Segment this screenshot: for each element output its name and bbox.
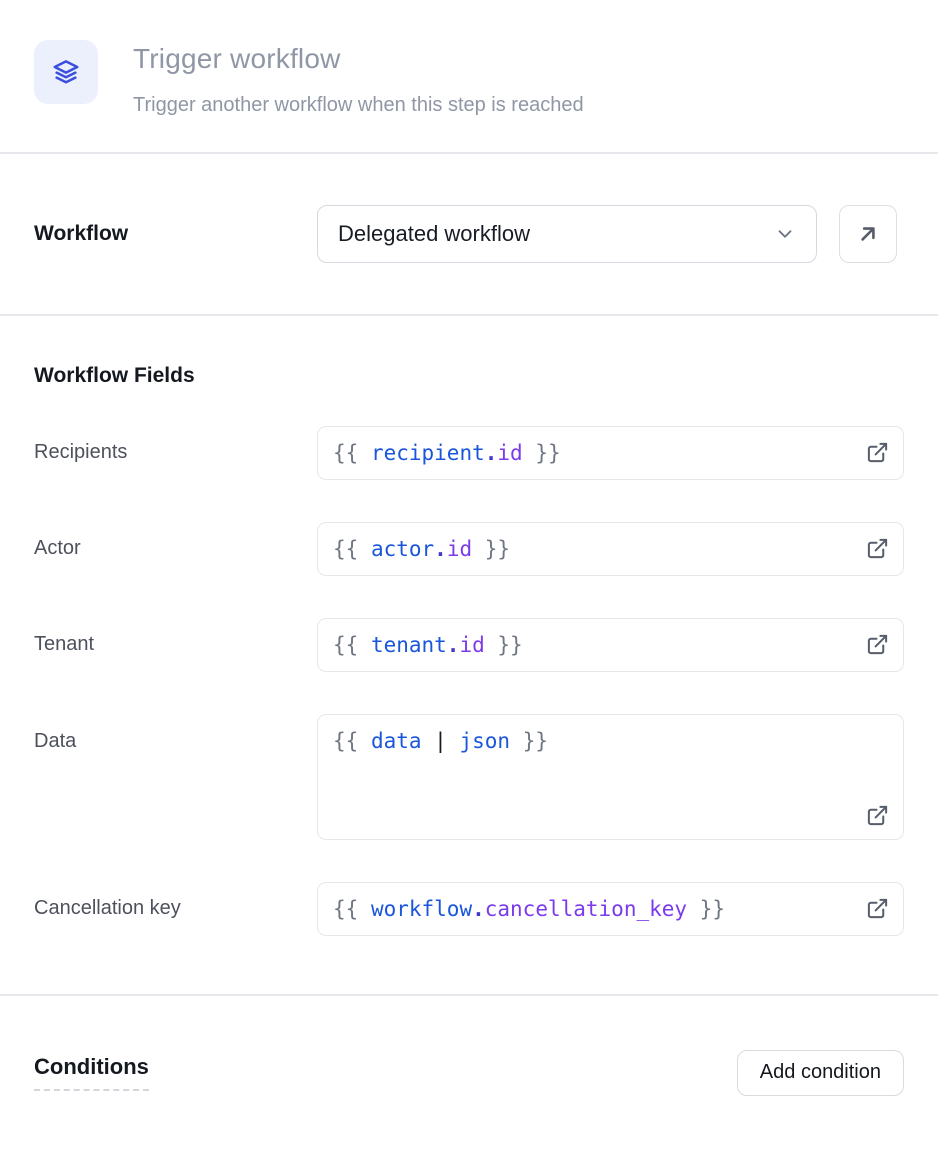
conditions-heading: Conditions xyxy=(34,1054,149,1092)
external-link-icon[interactable] xyxy=(866,804,889,827)
field-label: Actor xyxy=(34,537,81,560)
template-input[interactable]: {{ workflow.cancellation_key }} xyxy=(317,881,904,936)
step-header: Trigger workflow Trigger another workflo… xyxy=(0,0,938,154)
external-link-icon[interactable] xyxy=(866,537,889,560)
step-header-texts: Trigger workflow Trigger another workflo… xyxy=(133,40,584,118)
external-link-icon[interactable] xyxy=(866,897,889,920)
conditions-section: Conditions Add condition xyxy=(0,996,938,1096)
layers-icon xyxy=(51,57,81,87)
chevron-down-icon xyxy=(774,223,796,245)
field-row: Tenant {{ tenant.id }} xyxy=(34,617,904,672)
template-input[interactable]: {{ data | json }} xyxy=(317,713,904,840)
page-title: Trigger workflow xyxy=(133,43,341,74)
workflow-label: Workflow xyxy=(34,221,129,245)
template-code: {{ data | json }} xyxy=(333,728,548,753)
workflow-select[interactable]: Delegated workflow xyxy=(317,204,817,263)
field-label: Cancellation key xyxy=(34,897,181,920)
external-link-icon[interactable] xyxy=(866,441,889,464)
external-link-icon[interactable] xyxy=(866,633,889,656)
template-code: {{ tenant.id }} xyxy=(333,632,523,657)
workflow-fields-section: Workflow Fields Recipients {{ recipient.… xyxy=(0,316,938,996)
workflow-select-value: Delegated workflow xyxy=(338,220,530,246)
workflow-fields-heading: Workflow Fields xyxy=(34,363,195,387)
template-code: {{ recipient.id }} xyxy=(333,440,561,465)
workflow-select-row: Workflow Delegated workflow xyxy=(0,154,938,316)
template-code: {{ workflow.cancellation_key }} xyxy=(333,896,725,921)
page-subtitle: Trigger another workflow when this step … xyxy=(133,93,584,116)
field-row: Cancellation key {{ workflow.cancellatio… xyxy=(34,881,904,936)
template-input[interactable]: {{ actor.id }} xyxy=(317,521,904,576)
field-row: Recipients {{ recipient.id }} xyxy=(34,425,904,480)
template-code: {{ actor.id }} xyxy=(333,536,511,561)
field-label: Tenant xyxy=(34,633,95,656)
template-input[interactable]: {{ tenant.id }} xyxy=(317,617,904,672)
workflow-fields-list: Recipients {{ recipient.id }} Actor {{ a… xyxy=(34,425,904,936)
arrow-up-right-icon xyxy=(855,221,881,247)
step-icon-box xyxy=(34,40,98,104)
template-input[interactable]: {{ recipient.id }} xyxy=(317,425,904,480)
add-condition-button[interactable]: Add condition xyxy=(736,1049,904,1096)
field-label: Recipients xyxy=(34,441,128,464)
field-label: Data xyxy=(34,729,77,752)
open-workflow-button[interactable] xyxy=(839,204,897,263)
field-row: Actor {{ actor.id }} xyxy=(34,521,904,576)
field-row: Data {{ data | json }} xyxy=(34,713,904,840)
